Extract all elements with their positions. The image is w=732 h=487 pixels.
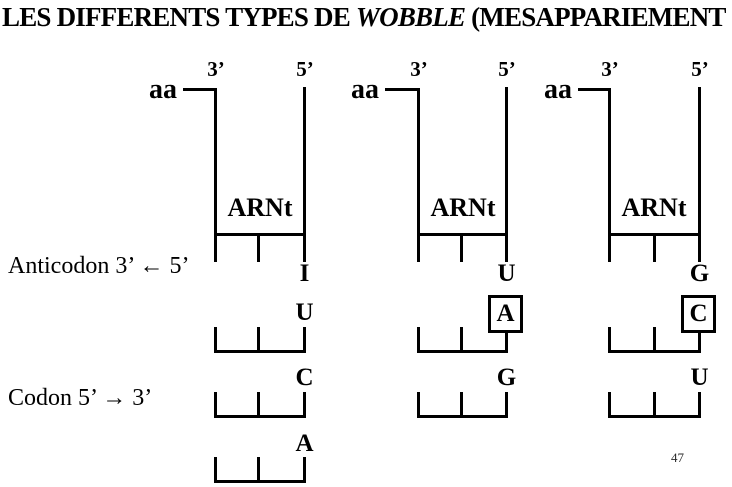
codon-base: U <box>295 299 314 326</box>
codon-base: A <box>496 300 515 327</box>
aa-label: aa <box>544 74 572 105</box>
codon-tick <box>257 392 260 418</box>
codon-base: U <box>690 364 709 391</box>
aa-label: aa <box>351 74 379 105</box>
codon-base: C <box>295 364 314 391</box>
five-prime-label: 5’ <box>498 57 516 81</box>
slide-title: LES DIFFERENTS TYPES DE WOBBLE (MESAPPAR… <box>2 2 726 33</box>
codon-tick <box>653 327 656 353</box>
anticodon-wobble-base: I <box>299 260 310 287</box>
title-prefix: LES DIFFERENTS TYPES DE <box>2 2 356 32</box>
codon-tick <box>698 333 701 353</box>
arnt-label: ARNt <box>227 193 293 222</box>
anticodon-middle-tick <box>257 233 260 262</box>
codon-backbone-line <box>417 350 508 353</box>
anticodon-middle-tick <box>460 233 463 262</box>
codon-tick <box>608 327 611 353</box>
trna-3prime-arm-line <box>417 88 420 262</box>
codon-tick <box>653 392 656 418</box>
five-prime-label: 5’ <box>691 57 709 81</box>
codon-tick <box>303 327 306 353</box>
codon-tick <box>303 457 306 483</box>
codon-tick <box>460 392 463 418</box>
codon-backbone-line <box>608 415 701 418</box>
aa-bond-line <box>385 88 420 91</box>
arnt-label: ARNt <box>621 193 687 222</box>
codon-backbone-line <box>214 350 306 353</box>
anticodon-direction-label: Anticodon 3’ ← 5’ <box>8 253 190 279</box>
wobble-pair-box: C <box>681 295 716 333</box>
page-number: 47 <box>671 450 684 465</box>
codon-tick <box>214 392 217 418</box>
codon-tick <box>214 327 217 353</box>
codon-tick <box>698 392 701 418</box>
aa-label: aa <box>149 74 177 105</box>
three-prime-label: 3’ <box>207 57 225 81</box>
codon-base: A <box>295 430 314 457</box>
title-suffix: (MESAPPARIEMENT <box>465 2 726 32</box>
trna-5prime-arm-line <box>505 87 508 262</box>
codon-tick <box>257 327 260 353</box>
codon-tick <box>303 392 306 418</box>
codon-tick <box>417 392 420 418</box>
codon-tick <box>505 333 508 353</box>
five-prime-label: 5’ <box>296 57 314 81</box>
arnt-label: ARNt <box>430 193 496 222</box>
codon-tick <box>608 392 611 418</box>
aa-bond-line <box>183 88 217 91</box>
codon-tick <box>460 327 463 353</box>
codon-tick <box>257 457 260 483</box>
codon-tick <box>505 392 508 418</box>
codon-base: G <box>496 364 517 391</box>
trna-5prime-arm-line <box>698 87 701 262</box>
codon-backbone-line <box>214 480 306 483</box>
anticodon-wobble-base: U <box>497 260 516 287</box>
trna-3prime-arm-line <box>214 88 217 262</box>
codon-tick <box>417 327 420 353</box>
trna-3prime-arm-line <box>608 88 611 262</box>
anticodon-middle-tick <box>653 233 656 262</box>
three-prime-label: 3’ <box>601 57 619 81</box>
codon-backbone-line <box>214 415 306 418</box>
wobble-pair-box: A <box>488 295 523 333</box>
codon-backbone-line <box>608 350 701 353</box>
codon-tick <box>214 457 217 483</box>
anticodon-loop-line <box>214 233 306 236</box>
aa-bond-line <box>578 88 611 91</box>
codon-backbone-line <box>417 415 508 418</box>
codon-base: C <box>689 300 708 327</box>
anticodon-wobble-base: G <box>689 260 710 287</box>
trna-5prime-arm-line <box>303 87 306 262</box>
three-prime-label: 3’ <box>410 57 428 81</box>
title-wobble-italic: WOBBLE <box>355 2 466 32</box>
codon-direction-label: Codon 5’ → 3’ <box>8 385 153 411</box>
